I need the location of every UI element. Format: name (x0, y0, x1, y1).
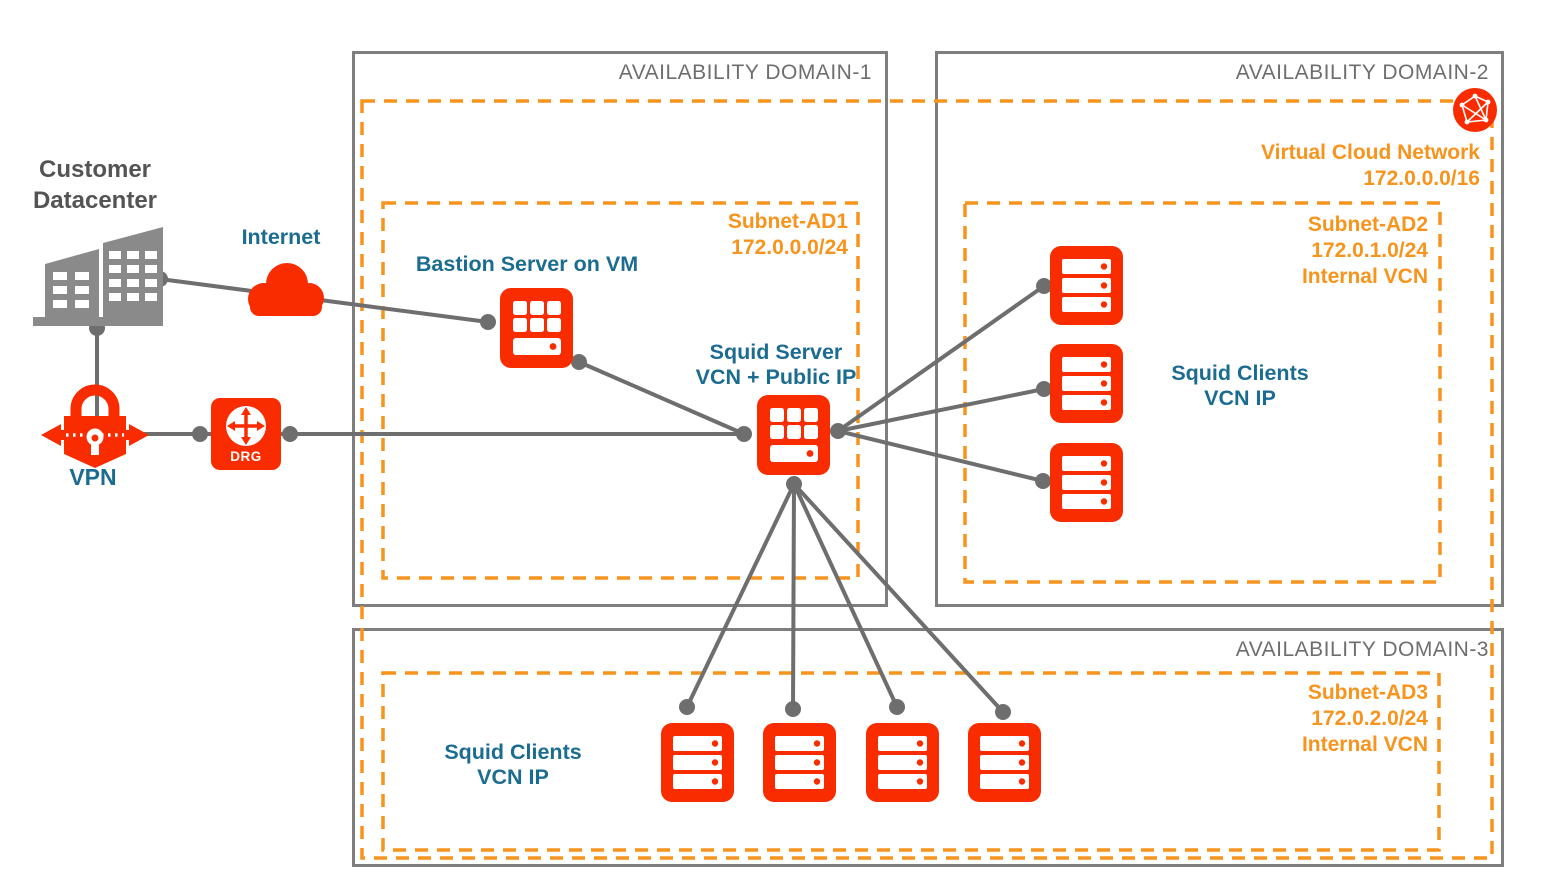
ad3-title: AVAILABILITY DOMAIN-3 (1235, 638, 1489, 661)
buildings-icon (33, 227, 163, 326)
squid-server-label: Squid Server VCN + Public IP (695, 340, 857, 390)
drg-router-icon (211, 398, 281, 470)
connection-endpoints (89, 271, 1052, 720)
link-squid-ad3-server2 (791, 483, 796, 710)
padlock-vpn-icon (41, 384, 149, 468)
bastion-server-label: Bastion Server on VM (415, 252, 639, 276)
vcn-dashed-boundary (360, 99, 1494, 860)
server-stack-icon (1050, 344, 1123, 423)
link-squid-ad3-server4 (792, 482, 1005, 714)
link-squid-ad2-server3 (837, 429, 1044, 483)
subnet-ad1-label: Subnet-AD1 172.0.0.0/24 (727, 210, 848, 260)
cloud-icon (248, 263, 324, 316)
server-stack-icon (968, 723, 1041, 802)
subnet-ad2-label: Subnet-AD2 172.0.1.0/24 Internal VCN (1301, 213, 1428, 289)
ad2-title: AVAILABILITY DOMAIN-2 (1235, 61, 1489, 84)
server-stack-icon (1050, 443, 1123, 522)
link-squid-ad2-server2 (837, 387, 1045, 433)
vcn-network-icon (1453, 88, 1497, 132)
link-bastion-squid-server (578, 360, 745, 436)
ad2-squid-clients-label: Squid Clients VCN IP (1171, 361, 1309, 411)
link-datacenter-bastion (159, 277, 489, 324)
vm-instance-icon (757, 395, 830, 475)
customer-datacenter-label: Customer Datacenter (32, 156, 158, 214)
vpn-label: VPN (69, 464, 117, 490)
link-squid-ad3-server1 (685, 483, 796, 708)
ad3-squid-clients-label: Squid Clients VCN IP (444, 740, 582, 790)
ad1-title: AVAILABILITY DOMAIN-1 (618, 61, 872, 84)
vm-instance-icon (500, 288, 573, 368)
availability-domain-2-box (935, 51, 1504, 607)
drg-label: DRG (230, 449, 262, 464)
link-squid-ad2-server1 (836, 284, 1046, 433)
availability-domain-1-box (352, 51, 888, 607)
server-stack-icon (1050, 246, 1123, 325)
subnet-ad3-dashed-boundary (381, 671, 1441, 852)
subnet-ad1-dashed-boundary (381, 201, 860, 580)
server-stack-icon (763, 723, 836, 802)
subnet-ad2-dashed-boundary (963, 201, 1442, 584)
vcn-label: Virtual Cloud Network 172.0.0.0/16 (1261, 141, 1480, 191)
server-stack-icon (661, 723, 734, 802)
subnet-ad3-label: Subnet-AD3 172.0.2.0/24 Internal VCN (1301, 681, 1428, 757)
link-squid-ad3-server3 (792, 483, 899, 708)
internet-label: Internet (241, 225, 321, 249)
server-stack-icon (866, 723, 939, 802)
